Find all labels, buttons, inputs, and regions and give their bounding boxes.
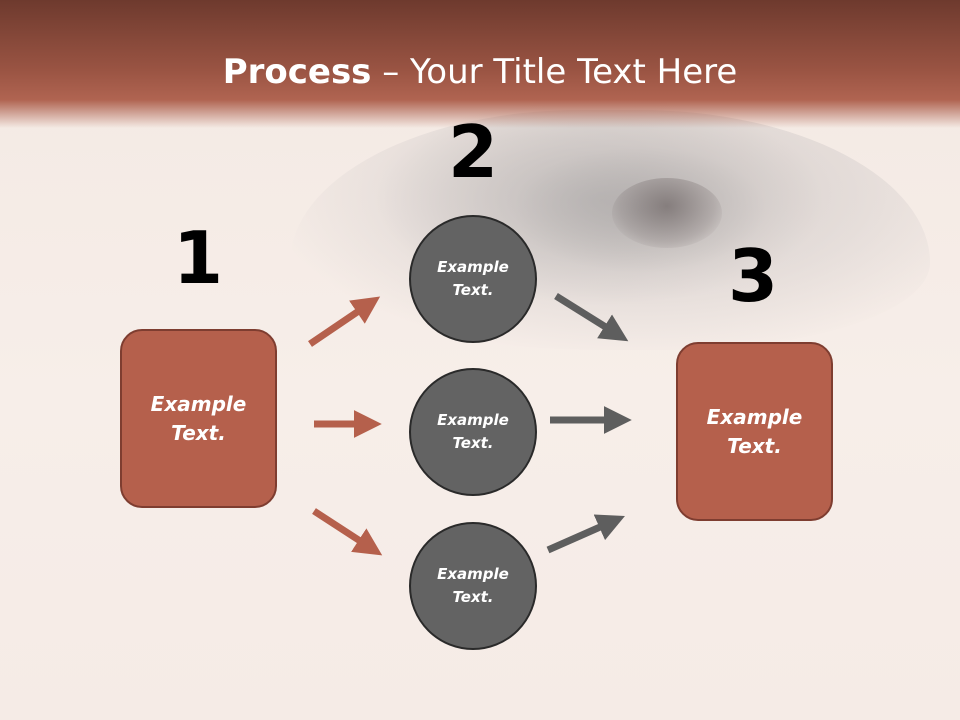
title-bold: Process	[222, 52, 372, 92]
node-bottom-text: Example Text.	[437, 565, 509, 606]
title-rest: – Your Title Text Here	[371, 52, 738, 92]
title-bar	[0, 0, 960, 128]
step-number-1: 1	[172, 216, 224, 300]
arrow-1-to-top	[308, 296, 381, 347]
slide-title: Process – Your Title Text Here	[0, 52, 960, 92]
step-1-text: Example Text.	[150, 391, 247, 445]
step-1-box[interactable]: Example Text.	[120, 329, 277, 508]
background-pupil	[612, 178, 722, 248]
node-middle[interactable]: Example Text.	[409, 368, 537, 496]
step-3-box[interactable]: Example Text.	[676, 342, 833, 521]
node-middle-text: Example Text.	[437, 411, 509, 452]
arrow-1-to-bottom	[312, 508, 383, 556]
node-top[interactable]: Example Text.	[409, 215, 537, 343]
step-number-2: 2	[447, 110, 499, 194]
arrow-bottom-to-3	[546, 514, 625, 554]
arrow-top-to-3	[554, 293, 629, 342]
node-top-text: Example Text.	[437, 258, 509, 299]
step-number-3: 3	[727, 234, 779, 318]
step-3-text: Example Text.	[706, 404, 803, 458]
node-bottom[interactable]: Example Text.	[409, 522, 537, 650]
